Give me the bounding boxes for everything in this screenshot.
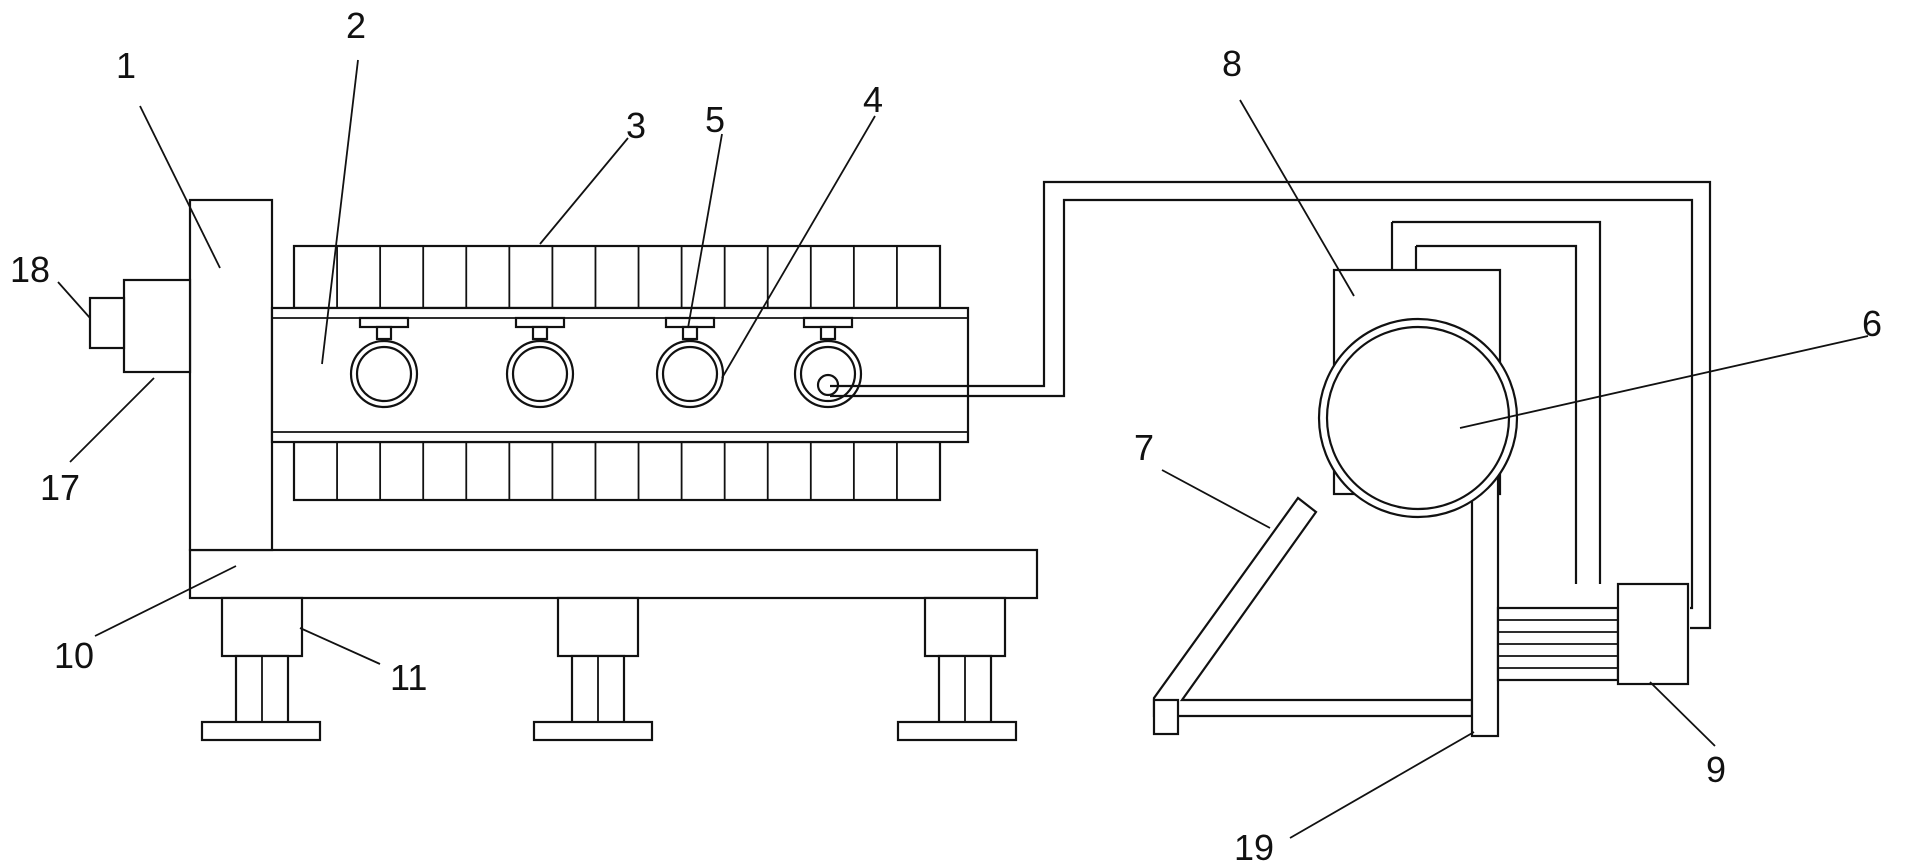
fin-row-top (292, 244, 942, 310)
vertical-post (188, 198, 274, 552)
motor-housing (122, 278, 192, 374)
label-10: 10 (54, 635, 94, 676)
base-plate (188, 548, 1039, 600)
nozzle-4 (793, 316, 863, 409)
stand-frame (1152, 496, 1474, 718)
return-pipe-outer (1392, 220, 1602, 584)
pump-box (1616, 582, 1690, 686)
return-pipe-inner (1416, 244, 1578, 584)
label-8: 8 (1222, 43, 1242, 84)
leader-lines (57, 59, 1869, 839)
stand-foot (1152, 698, 1180, 736)
label-17: 17 (40, 467, 80, 508)
label-9: 9 (1706, 749, 1726, 790)
leg-middle (532, 596, 654, 742)
nozzle-1 (349, 316, 419, 409)
drum-outer (1317, 317, 1519, 519)
supply-pipe-outer (830, 180, 1712, 630)
label-5: 5 (705, 99, 725, 140)
label-7: 7 (1134, 427, 1154, 468)
nozzle-3 (655, 316, 725, 409)
leg-left (200, 596, 322, 742)
fin-row-bottom (292, 440, 942, 502)
leg-right (896, 596, 1018, 742)
nozzle-group (349, 316, 863, 409)
label-11: 11 (390, 657, 427, 698)
label-4: 4 (863, 79, 883, 120)
motor-shaft (88, 296, 126, 350)
pipe-bundle (1496, 606, 1620, 682)
drum-inner (1325, 325, 1511, 511)
label-2: 2 (346, 5, 366, 46)
nozzle-2 (505, 316, 575, 409)
supply-pipe-inner (830, 198, 1694, 610)
label-6: 6 (1862, 303, 1882, 344)
stand-column (1470, 466, 1500, 738)
label-19: 19 (1234, 827, 1274, 867)
label-18: 18 (10, 249, 50, 290)
label-3: 3 (626, 105, 646, 146)
label-1: 1 (116, 45, 136, 86)
